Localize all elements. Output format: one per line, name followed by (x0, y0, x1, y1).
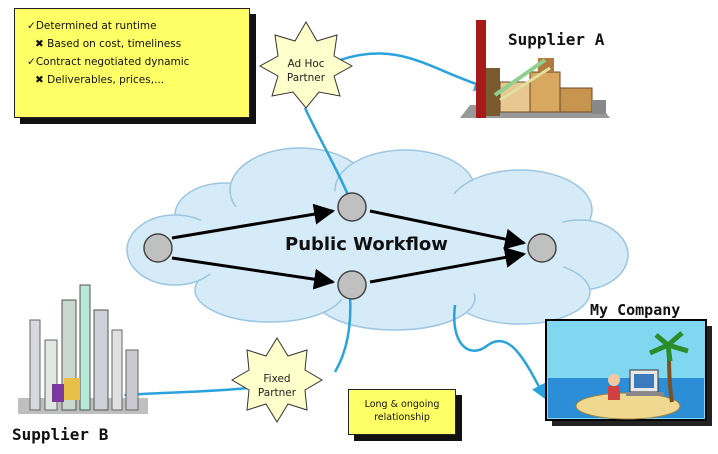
arrow-bottom-to-end (369, 247, 527, 284)
adhoc-to-node-connector (303, 107, 350, 196)
check-icon: ✓ (27, 20, 36, 32)
public-workflow-cloud (126, 147, 629, 331)
cross-icon: ✖ (35, 38, 48, 50)
note-line-2: Based on cost, timeliness (47, 38, 182, 50)
adhoc-partner-burst (258, 21, 354, 109)
fixed-line-2: Partner (257, 387, 297, 399)
my-company-island-icon (545, 319, 712, 426)
supplier-a-factory-icon (460, 20, 610, 118)
fixed-partner-burst (231, 337, 323, 423)
adhoc-partner-label: Ad Hoc Partner (270, 57, 342, 85)
node-start (143, 233, 173, 263)
workflow-nodes (143, 192, 557, 300)
note-line-4: Deliverables, prices,... (47, 74, 165, 86)
long-line-2: relationship (374, 412, 430, 423)
connectors (123, 52, 547, 402)
node-to-fixed-connector (333, 294, 352, 373)
node-end (527, 233, 557, 263)
fixed-partner-label: Fixed Partner (240, 372, 314, 400)
note-line-1: Determined at runtime (35, 20, 157, 32)
check-icon: ✓ (27, 56, 36, 68)
cross-icon: ✖ (35, 74, 48, 86)
arrow-start-to-top (171, 203, 336, 240)
fixed-to-supplier-b-connector (123, 386, 249, 402)
supplier-b-label: Supplier B (12, 425, 109, 444)
public-workflow-label: Public Workflow (285, 234, 448, 255)
node-top (337, 192, 367, 222)
ad-hoc-criteria-note: ✓Determined at runtime ✖ Based on cost, … (14, 8, 250, 118)
long-line-1: Long & ongoing (364, 399, 440, 410)
my-company-label: My Company (590, 301, 681, 319)
cloud-to-my-company-connector (452, 304, 547, 400)
adhoc-line-2: Partner (286, 72, 326, 84)
adhoc-to-supplier-a-connector (339, 52, 490, 92)
supplier-b-refinery-icon (18, 284, 148, 414)
note-line-3: Contract negotiated dynamic (35, 56, 190, 68)
adhoc-line-1: Ad Hoc (287, 58, 325, 70)
supplier-a-label: Supplier A (508, 30, 605, 49)
arrow-start-to-bottom (171, 256, 336, 290)
workflow-arrows (171, 203, 527, 290)
fixed-line-1: Fixed (263, 373, 291, 385)
long-relationship-note: Long & ongoing relationship (348, 389, 456, 435)
node-bottom (337, 270, 367, 300)
arrow-top-to-end (369, 209, 527, 250)
